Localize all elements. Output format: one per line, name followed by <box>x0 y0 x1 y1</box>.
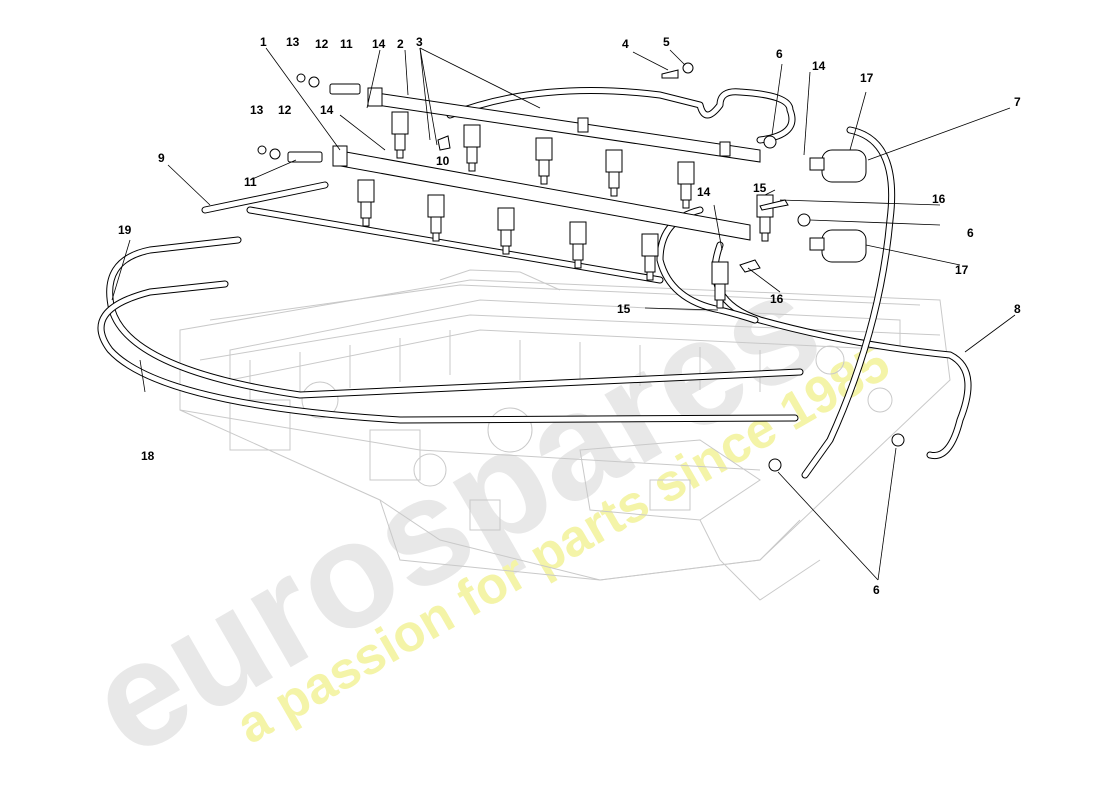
callout-4: 4 <box>622 37 629 51</box>
callout-14-top-right: 14 <box>812 59 826 73</box>
callout-17-lower: 17 <box>955 263 969 277</box>
callout-16-upper: 16 <box>932 192 946 206</box>
callout-12-bottom: 12 <box>278 103 292 117</box>
callout-14-mid-left: 14 <box>320 103 334 117</box>
callout-5: 5 <box>663 35 670 49</box>
pressure-regulator-lower <box>809 229 867 263</box>
callout-labels: 1 2 3 4 5 6 6 6 7 8 9 10 11 11 12 12 13 … <box>118 35 1021 597</box>
callout-14-top-left: 14 <box>372 37 386 51</box>
callout-15-upper: 15 <box>753 181 767 195</box>
callout-6-top: 6 <box>776 47 783 61</box>
callout-6-mid: 6 <box>967 226 974 240</box>
callout-8: 8 <box>1014 302 1021 316</box>
pressure-regulator-upper <box>809 149 867 183</box>
injectors-lower <box>357 179 729 309</box>
fuel-rail-lower <box>332 145 751 241</box>
callout-13-top: 13 <box>286 35 300 49</box>
callout-19: 19 <box>118 223 132 237</box>
callout-10: 10 <box>436 154 450 168</box>
callout-11-bottom: 11 <box>244 175 257 189</box>
callout-9: 9 <box>158 151 165 165</box>
callout-6-bottom: 6 <box>873 583 880 597</box>
callout-7: 7 <box>1014 95 1021 109</box>
callout-12-top: 12 <box>315 37 329 51</box>
callout-1: 1 <box>260 35 267 49</box>
callout-2: 2 <box>397 37 404 51</box>
fittings <box>257 62 789 273</box>
leader-lines <box>111 47 1016 581</box>
callout-15-lower: 15 <box>617 302 631 316</box>
callout-13-bottom: 13 <box>250 103 264 117</box>
callout-18: 18 <box>141 449 155 463</box>
callout-16-lower: 16 <box>770 292 784 306</box>
watermark-brand: eurospares <box>62 238 846 788</box>
fuel-rail-upper <box>367 87 761 163</box>
callout-3: 3 <box>416 35 423 49</box>
callout-11-top: 11 <box>340 37 353 51</box>
callout-17-upper: 17 <box>860 71 874 85</box>
callout-14-mid-right: 14 <box>697 185 711 199</box>
hose-clamps <box>763 135 905 472</box>
